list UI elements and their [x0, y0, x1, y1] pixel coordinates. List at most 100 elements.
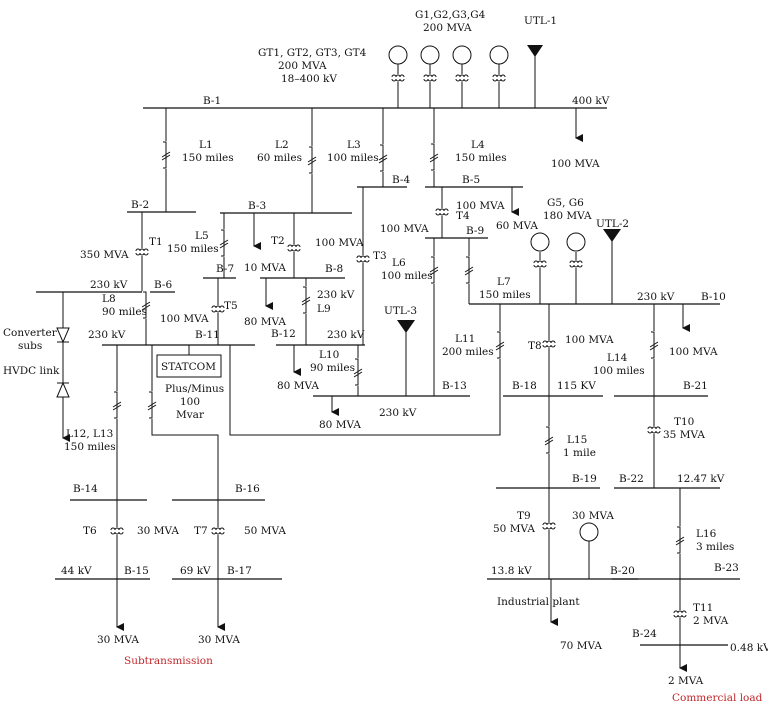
l5-line-breaker-icon	[219, 229, 229, 257]
t7-mva: 50 MVA	[244, 525, 286, 537]
generator-g1-icon	[388, 45, 408, 65]
hvdc-link	[56, 327, 70, 398]
gen1-mva: 200 MVA	[423, 22, 472, 34]
commercial-load-label: Commercial load	[672, 692, 763, 704]
g56-mva: 180 MVA	[543, 210, 592, 222]
b20-kv: 13.8 kV	[491, 565, 532, 577]
t-gt4-transformer-icon	[492, 74, 506, 82]
t9-label: T9	[517, 510, 531, 522]
b19-label: B-19	[572, 473, 597, 485]
hvdc-label: HVDC link	[3, 365, 60, 377]
t7-label: T7	[194, 525, 208, 537]
load-b20: 70 MVA	[560, 640, 602, 652]
l16-len: 3 miles	[696, 541, 734, 553]
utl2-label: UTL-2	[596, 218, 629, 230]
l3-len: 100 miles	[327, 152, 379, 164]
generator-g5-icon	[530, 232, 550, 252]
generator-b20-icon	[579, 522, 599, 542]
l1-len: 150 miles	[182, 152, 234, 164]
l9-label: L9	[317, 303, 331, 315]
converter-label: Converter	[3, 327, 58, 339]
t9-mva: 50 MVA	[493, 523, 535, 535]
b17-kv: 69 kV	[180, 565, 211, 577]
utility-utl2-icon	[603, 229, 621, 242]
t-gt3-transformer-icon	[455, 74, 469, 82]
l2-line-breaker-icon	[307, 146, 317, 174]
b15-kv: 44 kV	[61, 565, 92, 577]
t2-mva: 100 MVA	[315, 237, 364, 249]
l6-line-breaker-icon	[429, 256, 439, 284]
b7-label: B-7	[216, 263, 234, 275]
load-80b: 80 MVA	[277, 380, 319, 392]
b18-label: B-18	[512, 380, 537, 392]
t2-label: T2	[271, 235, 285, 247]
l1-line-breaker-icon	[161, 141, 171, 169]
load-80c: 80 MVA	[319, 419, 361, 431]
b6-label: B-6	[154, 279, 172, 291]
load-b10: 100 MVA	[669, 346, 718, 358]
load-b17: 30 MVA	[198, 634, 240, 646]
b4-label: B-4	[392, 174, 410, 186]
sources	[388, 45, 621, 542]
l2-label: L2	[275, 139, 289, 151]
t5-transformer-icon	[211, 305, 225, 313]
l2-len: 60 miles	[257, 152, 302, 164]
b24-label: B-24	[632, 628, 657, 640]
g-b20-mva: 30 MVA	[572, 510, 614, 522]
t4-transformer-icon	[435, 208, 449, 216]
generator-g3-icon	[452, 45, 472, 65]
l14-label: L14	[607, 352, 628, 364]
labels: G1,G2,G3,G4 200 MVA UTL-1 GT1, GT2, GT3,…	[3, 9, 768, 704]
generator-g2-icon	[420, 45, 440, 65]
wire-l11	[229, 304, 501, 436]
b1-label: B-1	[203, 95, 221, 107]
b15-label: B-15	[124, 565, 149, 577]
t11-mva: 2 MVA	[693, 615, 729, 627]
load-b24: 2 MVA	[668, 675, 704, 687]
t1-label: T1	[149, 236, 163, 248]
statcom-label: STATCOM	[161, 361, 216, 373]
b6-kv: 230 kV	[90, 279, 128, 291]
t2-transformer-icon	[287, 244, 301, 252]
b17-label: B-17	[227, 565, 252, 577]
l10-label: L10	[319, 349, 339, 361]
generator-g4-icon	[489, 45, 509, 65]
t10-label: T10	[674, 416, 694, 428]
l5-len: 150 miles	[167, 243, 219, 255]
l8-label: L8	[102, 293, 116, 305]
t1-mva: 350 MVA	[80, 249, 129, 261]
l11-label: L11	[455, 333, 475, 345]
t8-transformer-icon	[542, 340, 556, 348]
l16-label: L16	[696, 528, 717, 540]
line-breakers	[112, 141, 685, 554]
l1213-len: 150 miles	[64, 441, 116, 453]
b18-kv: 115 KV	[557, 380, 596, 392]
l14-line-breaker-icon	[649, 331, 659, 359]
buses	[36, 107, 740, 646]
l7-line-breaker-icon	[464, 256, 474, 284]
subtransmission-label: Subtransmission	[124, 655, 213, 667]
t11-transformer-icon	[673, 610, 687, 618]
load-b1: 100 MVA	[551, 158, 600, 170]
b10-kv: 230 kV	[637, 291, 675, 303]
b2-label: B-2	[131, 199, 149, 211]
l15-len: 1 mile	[563, 447, 596, 459]
b3-label: B-3	[248, 200, 266, 212]
b12-kv: 230 kV	[327, 329, 365, 341]
l6-len: 100 miles	[381, 270, 433, 282]
l14-len: 100 miles	[593, 365, 645, 377]
converter-diode-icon-bottom	[56, 381, 70, 398]
gen1-title: G1,G2,G3,G4	[415, 9, 486, 21]
l10-len: 90 miles	[310, 362, 355, 374]
b24-kv: 0.48 kV	[730, 642, 768, 654]
t10-mva: 35 MVA	[663, 429, 705, 441]
l6-label: L6	[392, 257, 406, 269]
b11-right-line-breaker-icon	[147, 391, 157, 419]
l3-label: L3	[347, 139, 361, 151]
b22-label: B-22	[619, 473, 644, 485]
t9-transformer-icon	[542, 522, 556, 530]
load-b15: 30 MVA	[97, 634, 139, 646]
b21-label: B-21	[683, 380, 708, 392]
l1213-label: L12, L13	[66, 428, 113, 440]
pm3-label: Mvar	[176, 409, 205, 421]
